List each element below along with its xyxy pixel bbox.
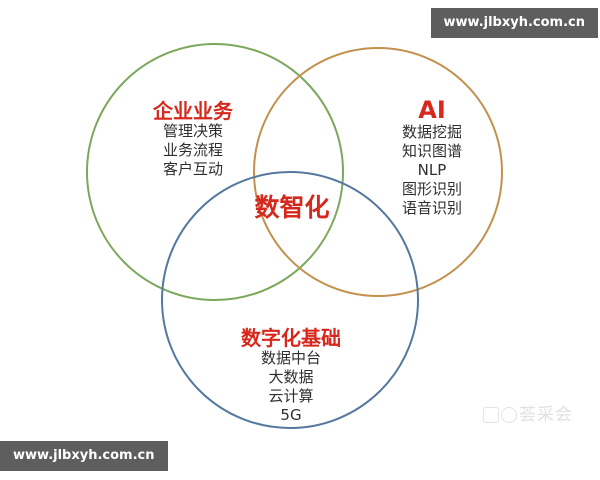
watermark-banner-bottom: www.jlbxyh.com.cn — [0, 441, 168, 471]
digital-foundation-group: 数字化基础 数据中台 大数据 云计算 5G — [241, 327, 341, 425]
ai-circle — [253, 47, 503, 297]
digital-foundation-title: 数字化基础 — [241, 326, 341, 350]
ai-item: 数据挖掘 — [401, 123, 463, 141]
business-title: 企业业务 — [153, 99, 233, 123]
ai-item: 知识图谱 — [401, 142, 463, 160]
business-item: 客户互动 — [162, 160, 223, 178]
faint-logo-icon — [483, 407, 499, 423]
faint-watermark-text: 荟采会 — [519, 405, 573, 425]
ai-item: NLP — [417, 161, 447, 179]
business-item: 管理决策 — [162, 122, 223, 140]
faint-logo-icon — [501, 407, 517, 423]
ai-group: AI 数据挖掘 知识图谱 NLP 图形识别 语音识别 — [402, 97, 462, 218]
digital-foundation-item: 数据中台 — [260, 349, 321, 367]
digital-foundation-item: 大数据 — [268, 368, 314, 386]
ai-title: AI — [418, 96, 446, 124]
digital-foundation-item: 云计算 — [268, 387, 314, 405]
business-group: 企业业务 管理决策 业务流程 客户互动 — [153, 100, 233, 179]
watermark-banner-top: www.jlbxyh.com.cn — [430, 8, 598, 38]
ai-item: 图形识别 — [401, 180, 463, 198]
center-label: 数智化 — [254, 193, 330, 222]
ai-item: 语音识别 — [401, 199, 463, 217]
faint-watermark: 荟采会 — [483, 404, 573, 426]
business-circle — [86, 43, 344, 301]
business-item: 业务流程 — [162, 141, 223, 159]
digital-foundation-item: 5G — [280, 406, 302, 424]
digital-foundation-circle — [161, 171, 419, 429]
